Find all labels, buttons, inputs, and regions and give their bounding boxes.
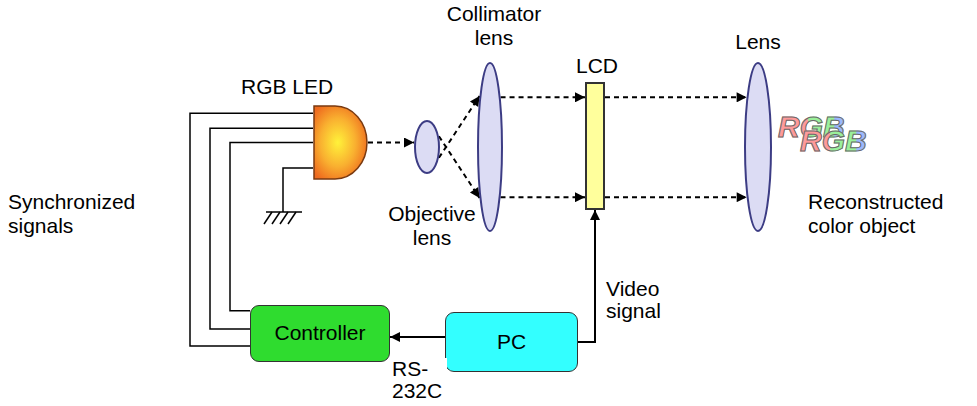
light-ray <box>439 136 480 198</box>
signal-arrow <box>390 336 445 338</box>
ground-wire <box>283 168 313 212</box>
box-label: PC <box>497 330 526 354</box>
light-ray <box>605 96 747 98</box>
signal-wire <box>230 143 313 311</box>
led-outline <box>313 105 368 180</box>
reconstructed-image: RGB <box>800 124 890 159</box>
box-label: Controller <box>274 321 365 345</box>
part-name: Lens <box>718 30 798 54</box>
part-name: LCD <box>557 54 637 78</box>
lens-shape <box>745 63 771 231</box>
lens-outline <box>477 62 503 232</box>
lens-shape <box>415 121 439 173</box>
signal-note: Synchronized signals <box>8 190 183 238</box>
signal-arrow <box>578 210 595 342</box>
light-ray <box>500 196 585 198</box>
signal-wire <box>210 128 313 329</box>
lens-outline <box>414 120 440 174</box>
part-name: RGB LED <box>241 75 361 99</box>
light-ray <box>501 96 585 98</box>
led-dome <box>314 106 367 179</box>
collimator-lens: Collimator lens <box>477 62 503 232</box>
part-name: Collimator lens <box>439 2 549 50</box>
led-symbol: RGB LED <box>313 105 368 180</box>
lens-shape <box>478 63 502 231</box>
light-ray <box>605 196 747 198</box>
light-ray <box>439 96 480 158</box>
objective-lens: Objective lens <box>414 120 440 174</box>
ground-symbol <box>264 212 302 224</box>
lcd-panel: LCD <box>585 82 605 210</box>
light-ray <box>368 142 414 144</box>
signal-label: Video signal <box>606 278 686 322</box>
part-name: Objective lens <box>380 202 484 250</box>
pc-box: PC <box>445 312 578 372</box>
lens-outline <box>744 62 772 232</box>
signal-label: RS-232C <box>392 358 447 402</box>
controller-box: Controller <box>250 305 390 362</box>
lens: Lens <box>744 62 772 232</box>
output-caption: Reconstructed color object <box>808 190 974 238</box>
